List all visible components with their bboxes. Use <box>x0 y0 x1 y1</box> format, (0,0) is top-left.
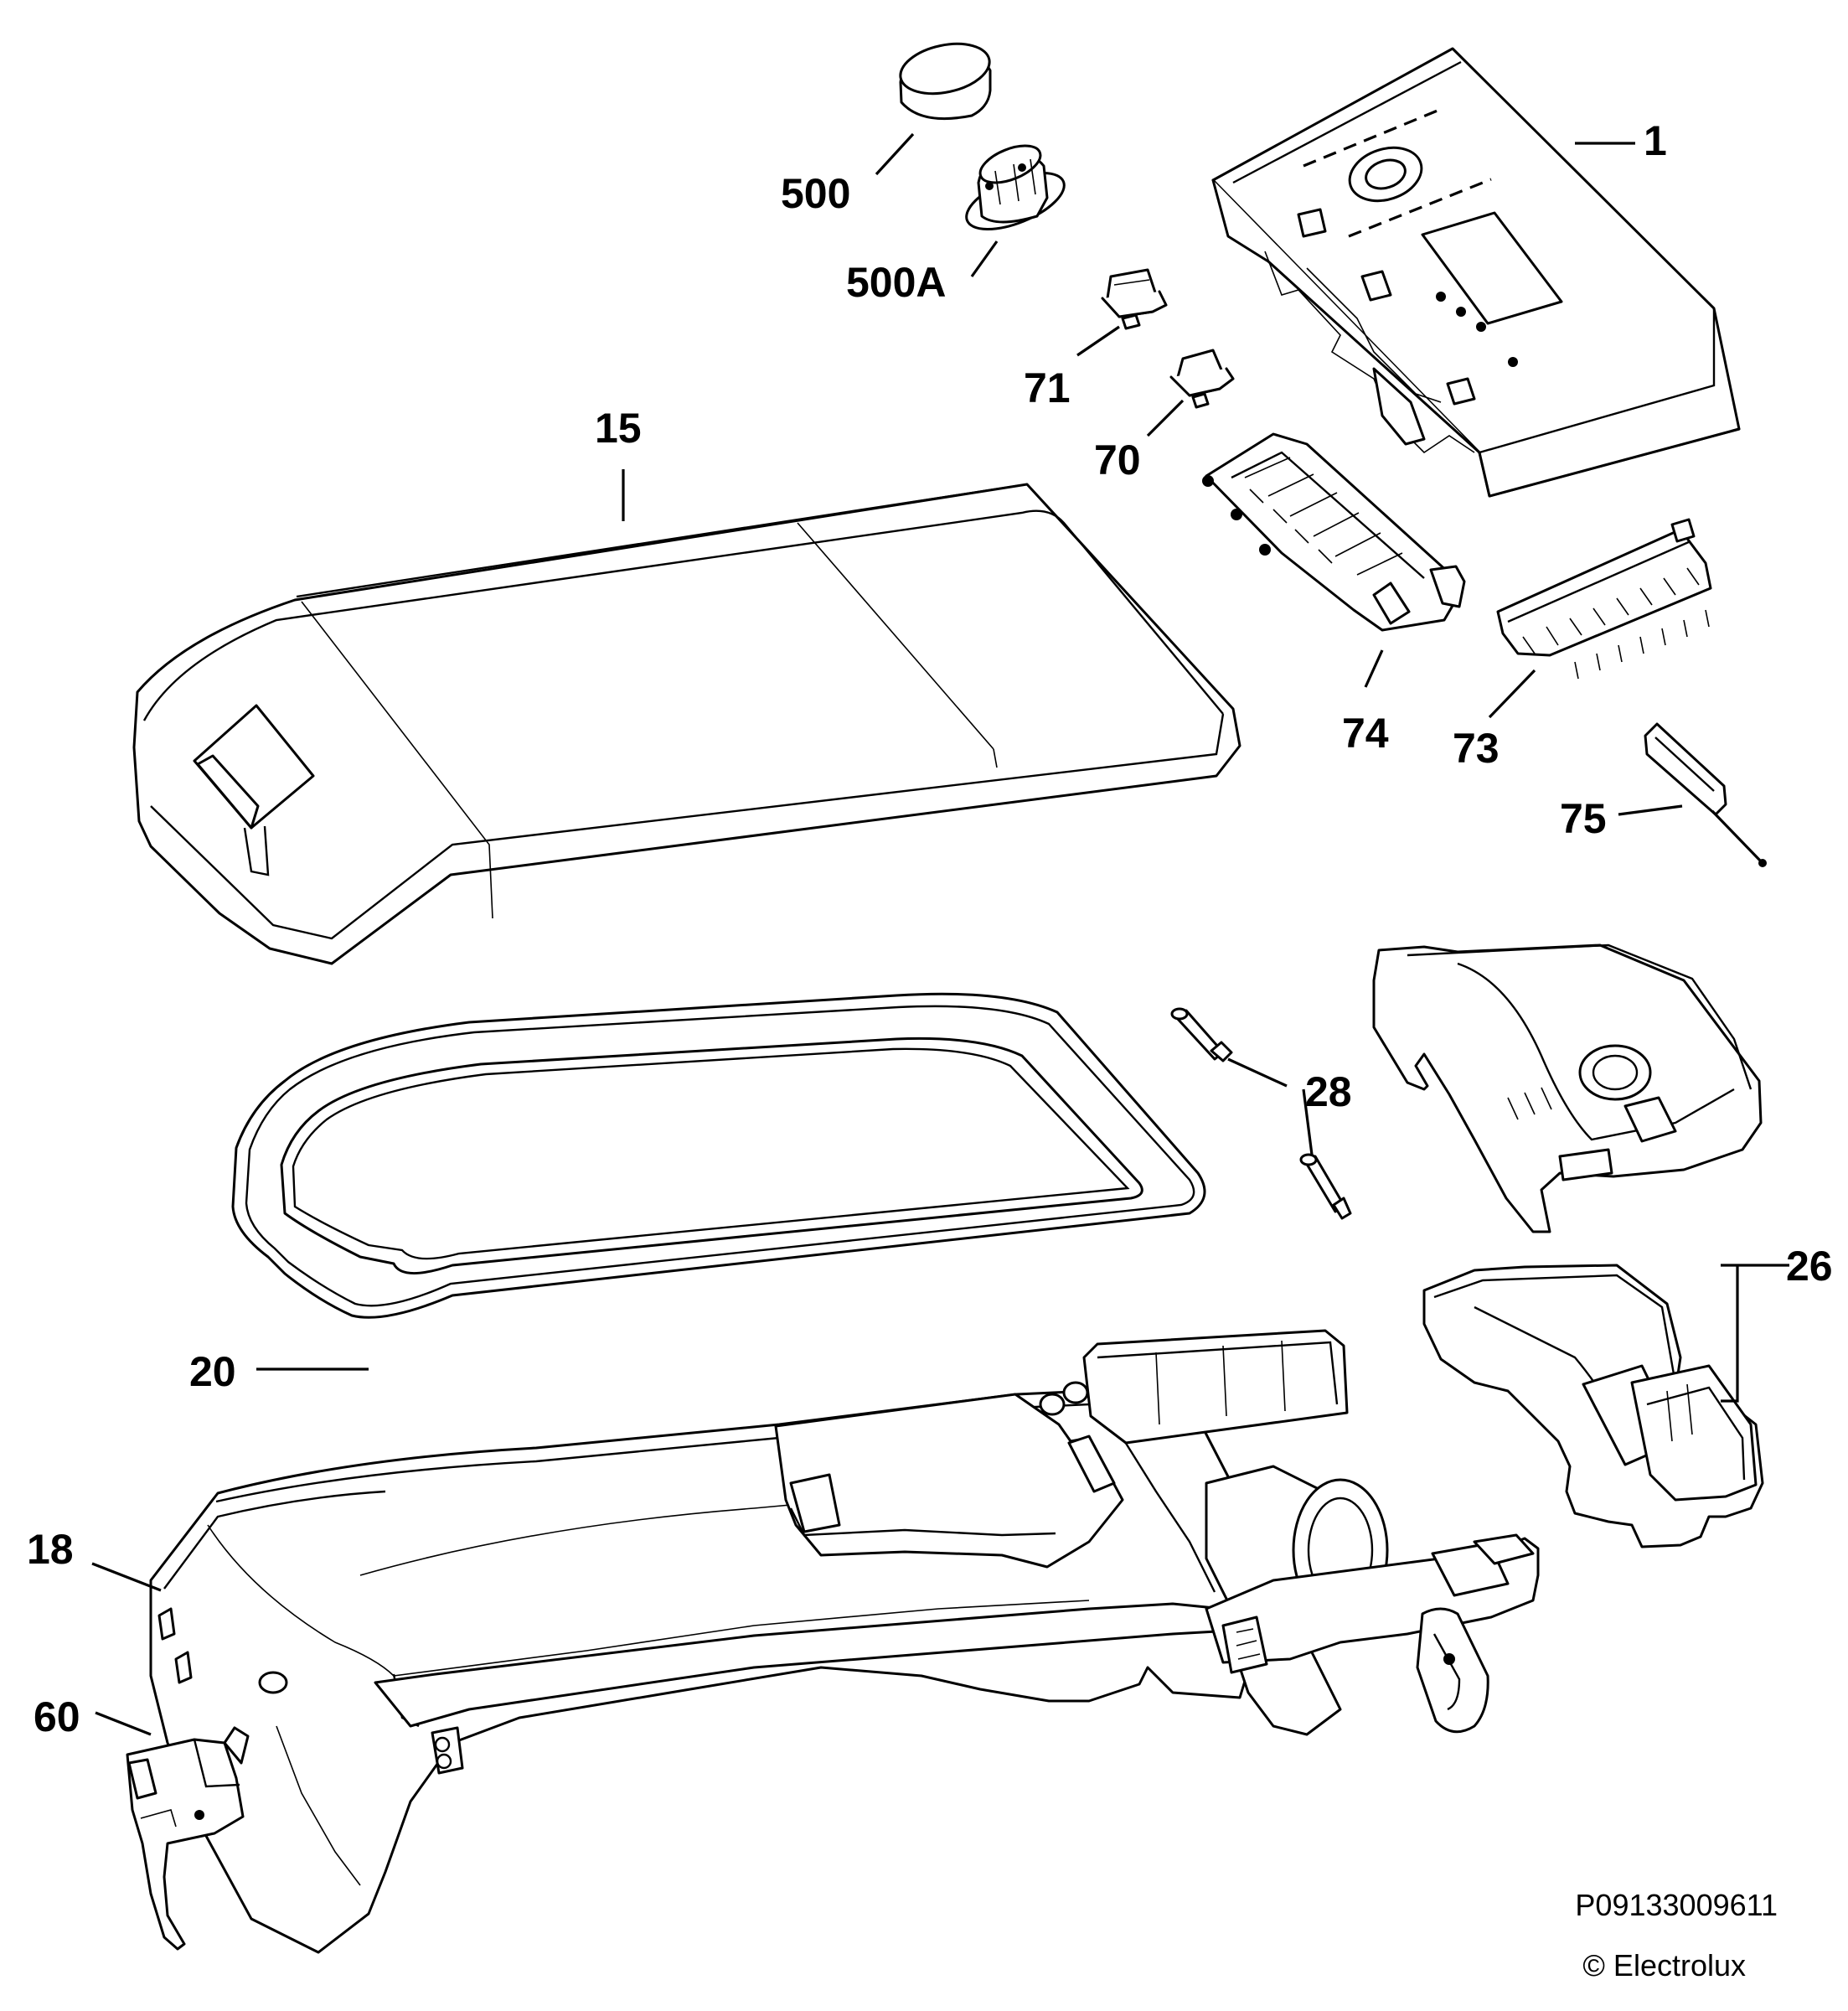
label-20: 20 <box>189 1348 236 1395</box>
part-28-pins <box>1170 1007 1352 1220</box>
part-70-switch <box>1169 349 1235 409</box>
leader-70 <box>1146 399 1185 437</box>
label-75: 75 <box>1560 795 1607 842</box>
label-1: 1 <box>1644 117 1667 164</box>
label-26: 26 <box>1786 1243 1833 1290</box>
label-70: 70 <box>1094 437 1141 483</box>
label-74: 74 <box>1342 710 1389 757</box>
label-73: 73 <box>1453 725 1500 772</box>
label-60: 60 <box>34 1693 80 1740</box>
part-500-knob-cap <box>899 42 992 121</box>
part-60-clip <box>126 1726 250 1951</box>
part-71-switch <box>1101 268 1168 330</box>
leader-75 <box>1618 804 1683 816</box>
part-1-control-panel <box>1211 47 1741 498</box>
label-500a: 500A <box>846 259 947 306</box>
part-15-lid <box>132 483 1241 965</box>
label-71: 71 <box>1024 364 1071 411</box>
part-26-hinge-top <box>1372 943 1763 1233</box>
part-75-sensor <box>1644 722 1767 867</box>
leader-71 <box>1076 325 1120 357</box>
part-73-connector-strip <box>1496 518 1712 680</box>
leader-73 <box>1488 669 1536 719</box>
part-74-bracket <box>1202 432 1466 632</box>
leader-60 <box>95 1711 152 1736</box>
label-18: 18 <box>27 1526 74 1573</box>
leader-18 <box>91 1562 162 1592</box>
leader-28 <box>1227 1057 1314 1155</box>
label-28: 28 <box>1305 1068 1352 1115</box>
leader-74 <box>1364 649 1384 688</box>
leader-500 <box>875 132 915 176</box>
label-15: 15 <box>595 405 642 452</box>
leader-26 <box>1721 1264 1789 1403</box>
drawing-code: P09133009611 <box>1575 1888 1778 1922</box>
part-20-gasket <box>231 992 1206 1319</box>
leader-500a <box>970 240 999 277</box>
part-labels: 1 500 500A 71 70 15 74 73 75 28 26 20 18… <box>27 117 1833 1740</box>
part-18-main-frame <box>149 1329 1540 1954</box>
copyright-notice: © Electrolux <box>1582 1948 1746 1983</box>
label-500: 500 <box>781 170 850 217</box>
leader-lines <box>91 132 1789 1736</box>
part-500a-knob-base <box>965 144 1066 230</box>
part-26-hinge-bottom <box>1422 1264 1764 1548</box>
